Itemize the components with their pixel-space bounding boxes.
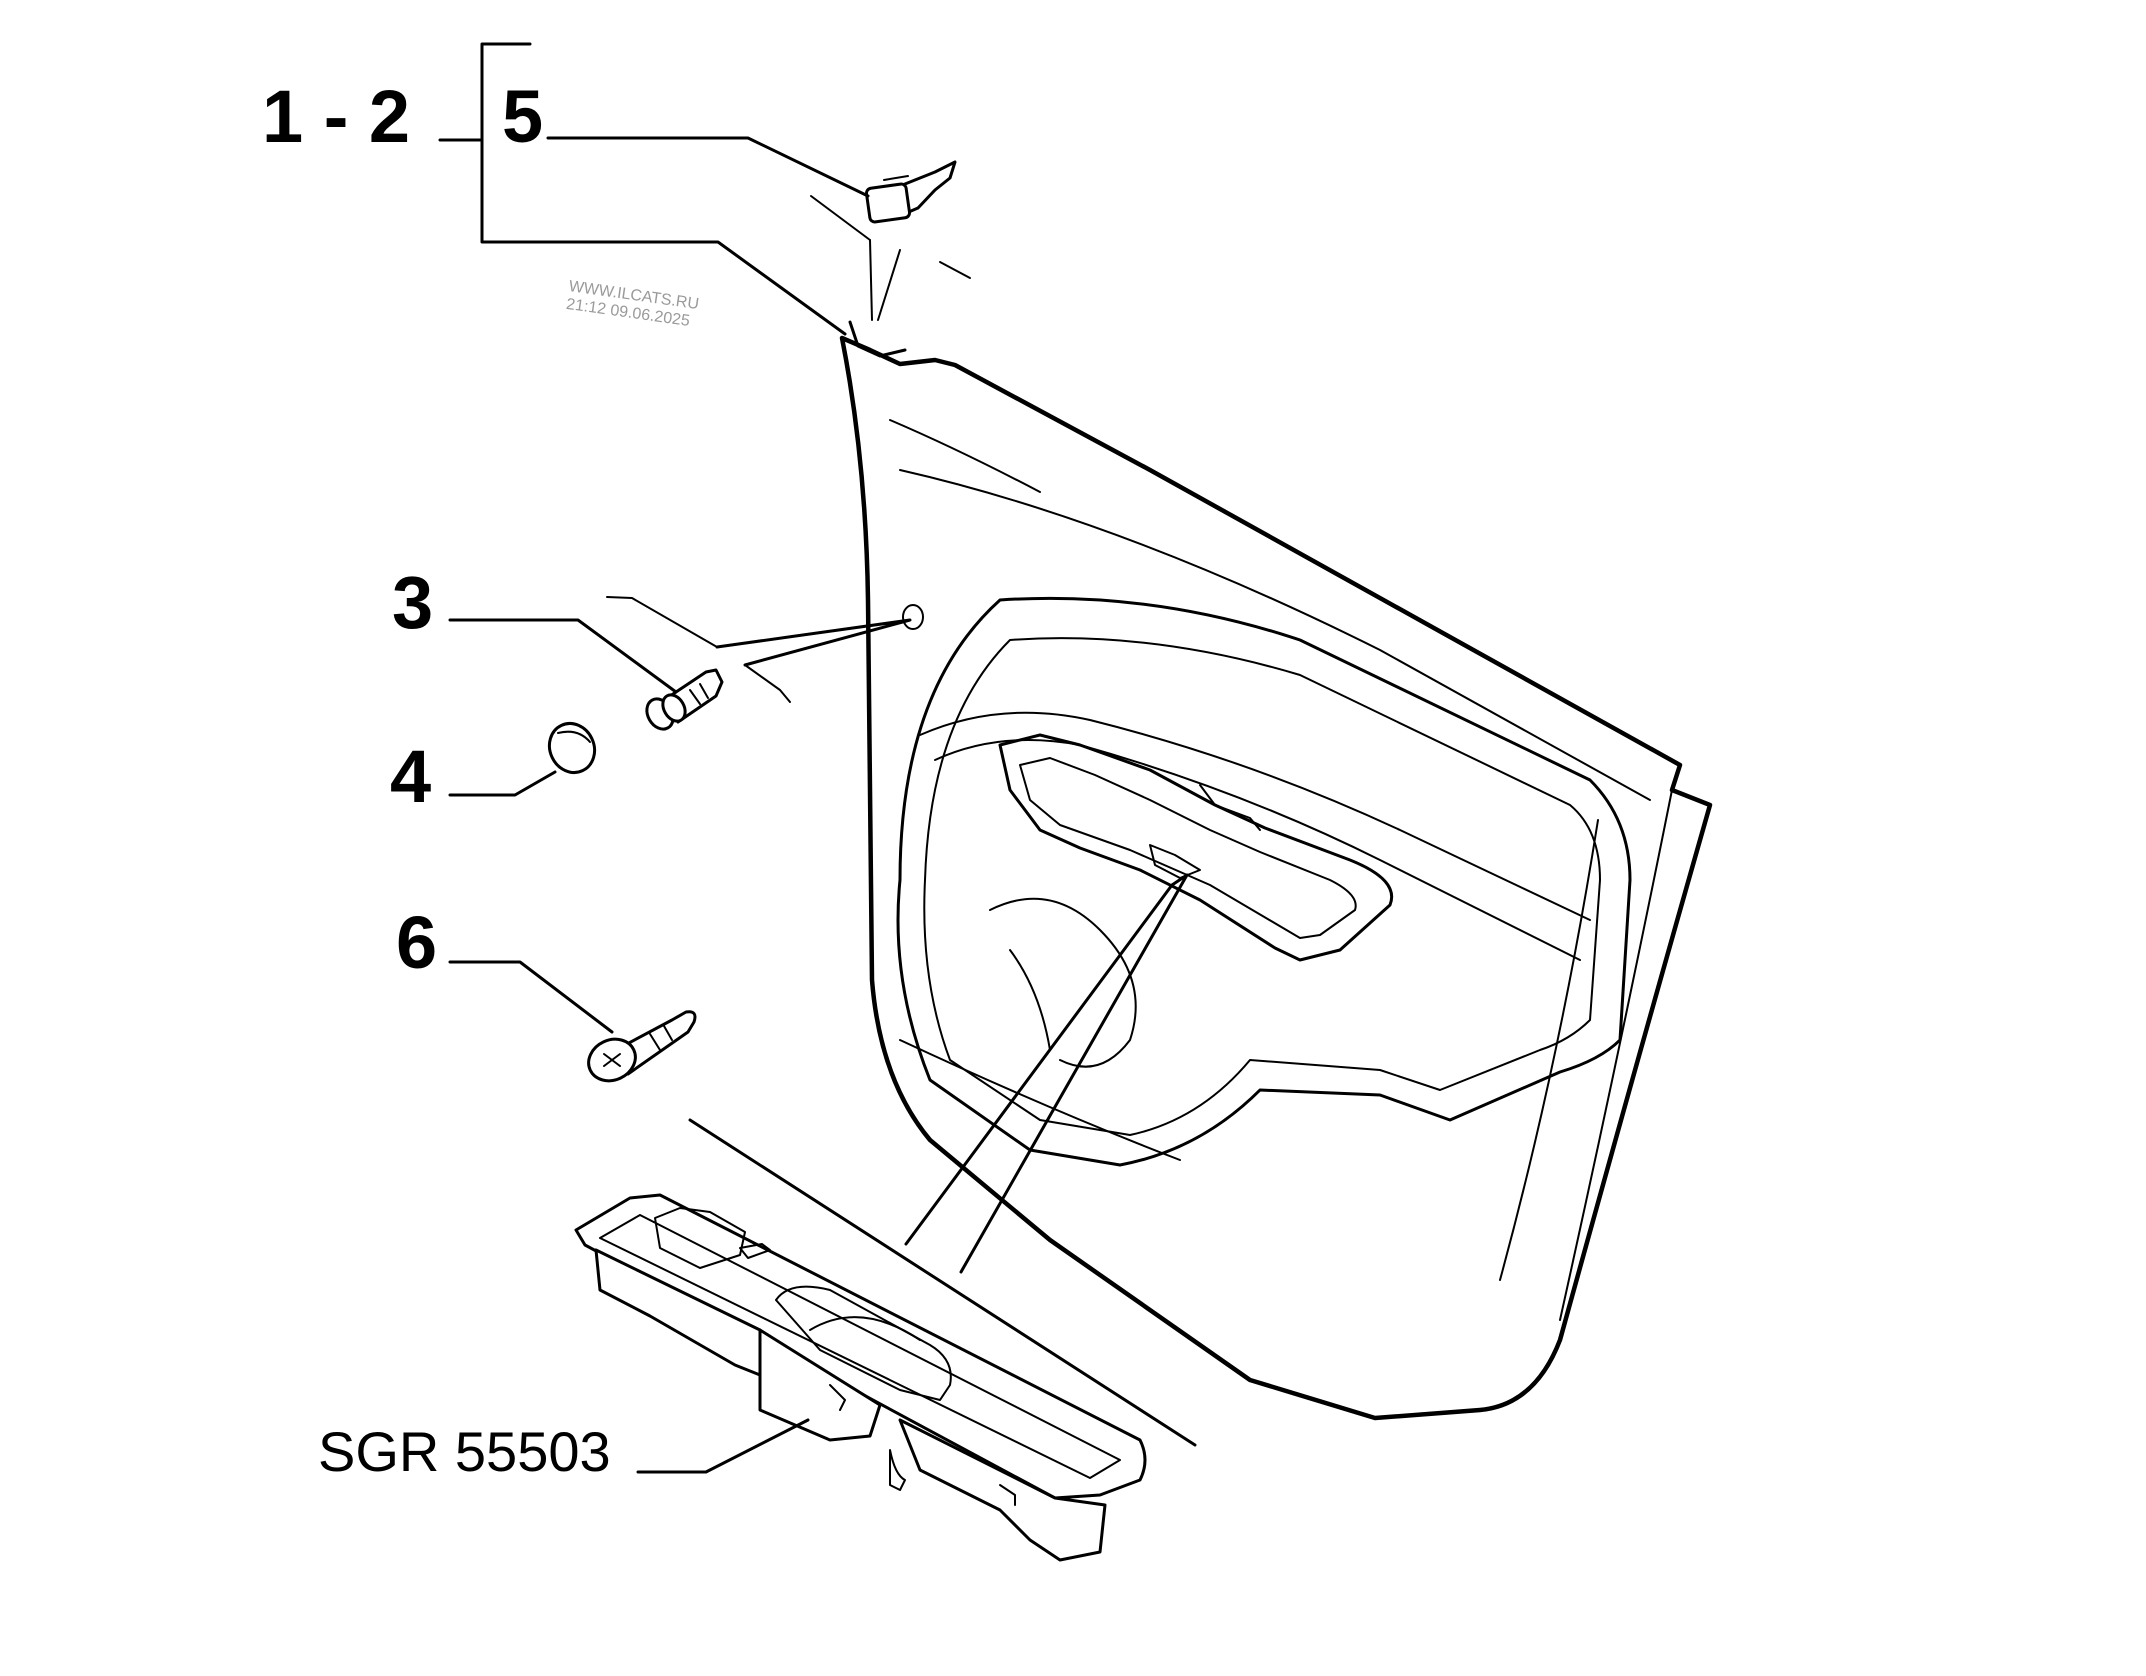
label-part-5: 5 [502,75,544,158]
label-part-4: 4 [390,735,432,818]
door-panel [839,320,1713,1421]
part-4-cap [547,722,597,774]
part-6-screw [587,1010,697,1083]
switch-panel [574,873,1197,1562]
label-assembly-code: SGR 55503 [318,1420,611,1483]
callout-leaders [438,42,870,1474]
part-3-screw [606,596,912,731]
label-part-3: 3 [392,561,434,644]
part-5-clip [810,160,971,321]
label-part-6: 6 [396,901,438,984]
label-part-1-2: 1 - 2 [262,75,411,158]
